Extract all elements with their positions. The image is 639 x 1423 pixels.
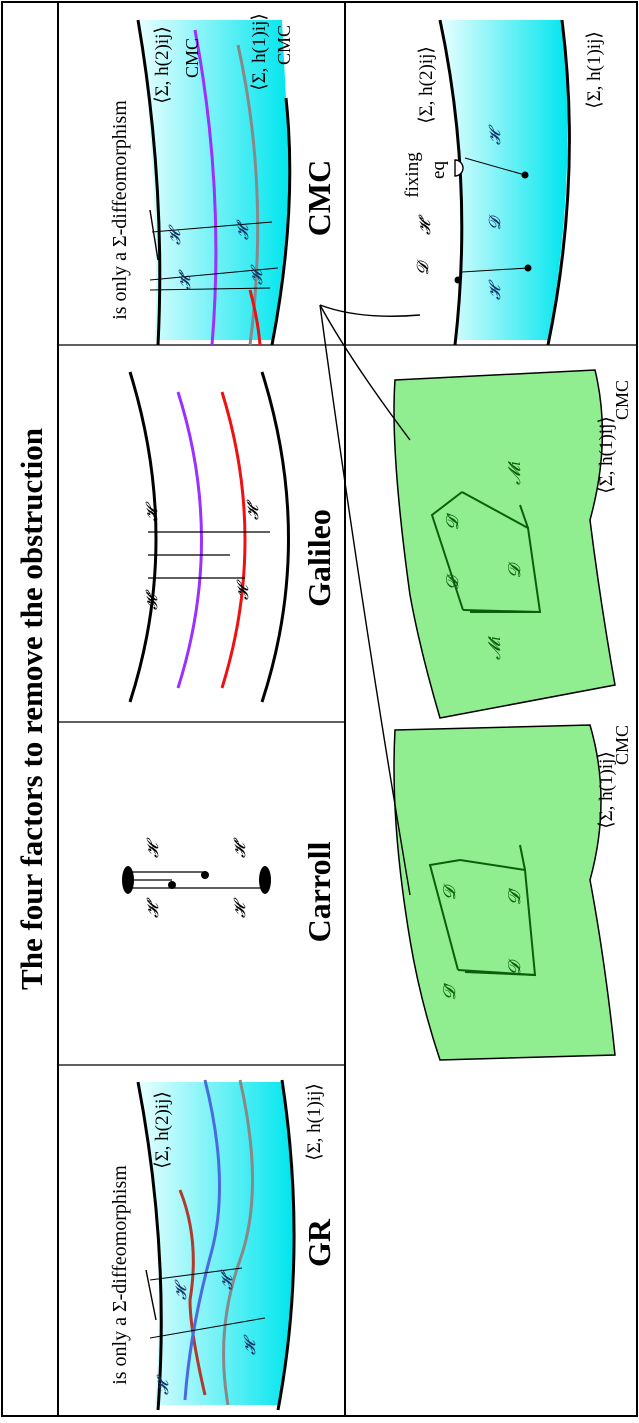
- carroll-D-2: 𝓓: [505, 958, 524, 975]
- label-gr: GR: [301, 1218, 337, 1267]
- cmc-surface-1: [270, 97, 292, 346]
- carroll-point-2: [201, 871, 209, 879]
- cmc-curve-red: [248, 289, 262, 346]
- gr-Hp-2: 𝓗′: [219, 1269, 236, 1290]
- cmc-flow-3: [149, 287, 271, 291]
- carroll-Dp-2: 𝓓′: [505, 888, 524, 905]
- cross-arrow-carroll: [319, 304, 411, 896]
- gr-surface-2: [136, 1081, 163, 1411]
- galileo-sigma-h1: ⟨Σ, h(1)ij⟩: [596, 416, 617, 494]
- carroll-H-2: 𝓗: [232, 897, 249, 918]
- gr-curve-blue: [183, 1079, 222, 1401]
- gr-surface-1: [276, 1079, 296, 1411]
- galileo-curve-1: [128, 371, 158, 703]
- galileo-arrow-2: [519, 504, 529, 529]
- gr-panel: is only a Σ-diffeomorphism ⟨Σ, h(2)ij⟩ ⟨…: [109, 1079, 325, 1411]
- galileo-green-panel: 𝓓′ 𝓓 𝓓 𝓜i 𝓜i ⟨Σ, h(1)ij⟩ CMC: [393, 369, 632, 719]
- carroll-sigma-h1: ⟨Σ, h(1)ij⟩: [596, 751, 617, 829]
- cmc-flow-1: [151, 221, 273, 233]
- galileo-Mi-2: 𝓜i: [485, 636, 504, 660]
- carroll-arrow-1: [464, 971, 536, 976]
- label-carroll: Carroll: [301, 842, 337, 943]
- carroll-panel: 𝓗 𝓗′ 𝓗′ 𝓗: [122, 837, 271, 918]
- fixing-surface-1: [546, 19, 571, 346]
- galileo-D-1: 𝓓: [443, 573, 462, 590]
- cmc-slab-panel: is only a Σ-diffeomorphism ⟨Σ, h(2)ij⟩ C…: [109, 13, 294, 346]
- fixing-D-2: 𝓓: [487, 214, 504, 230]
- gr-curve-gray: [222, 1079, 254, 1406]
- gr-sigma-h1: ⟨Σ, h(1)ij⟩: [304, 1083, 325, 1161]
- cmc-fixing-panel: fixing eq ⟨Σ, h(2)ij⟩ ⟨Σ, h(1)ij⟩ 𝓗′ 𝓓 𝓗…: [402, 19, 605, 346]
- cmc-tag-1: CMC: [274, 25, 294, 65]
- galileo-curve-red: [220, 391, 247, 689]
- fixing-point-2: [524, 264, 532, 272]
- fixing-point-1: [521, 171, 529, 179]
- galileo-D-2: 𝓓: [505, 561, 524, 578]
- gr-flow-1: [149, 1267, 243, 1281]
- gr-flow-2: [149, 1317, 266, 1339]
- carroll-Hp-1: 𝓗′: [145, 897, 162, 918]
- cmc-surface-2: [136, 19, 162, 346]
- galileo-H-1: 𝓗: [144, 501, 161, 522]
- fixing-point-3: [454, 276, 462, 284]
- carroll-dot-bottom: [259, 866, 271, 894]
- gr-curve-brown: [178, 1189, 207, 1396]
- cmc-Hp-1: 𝓗′: [177, 269, 194, 290]
- carroll-green-surface: [393, 724, 616, 1061]
- cmc-tag-2: CMC: [182, 38, 202, 78]
- carroll-Dp-1: 𝓓′: [440, 983, 459, 1000]
- galileo-Dp: 𝓓′: [443, 513, 462, 530]
- fixing-surface-2: [438, 19, 464, 346]
- galileo-cmc-tag: CMC: [612, 380, 632, 420]
- label-galileo: Galileo: [301, 509, 337, 607]
- cmc-diffeo-arrow: [149, 209, 159, 261]
- carroll-point-1: [168, 881, 176, 889]
- fixing-flow-2: [461, 267, 529, 273]
- figure-title: The four factors to remove the obstructi…: [14, 428, 49, 990]
- cross-arrow-galileo: [319, 304, 411, 441]
- eq-label: eq: [428, 161, 449, 179]
- fixing-slab-fill: [440, 20, 568, 340]
- cmc-sigma-h2: ⟨Σ, h(2)ij⟩: [152, 26, 173, 104]
- carroll-loop-b: [428, 859, 461, 971]
- cmc-sigma-h1: ⟨Σ, h(1)ij⟩: [249, 13, 270, 91]
- galileo-panel: 𝓗 𝓗′ 𝓗′ 𝓗: [128, 371, 290, 703]
- cmc-Hp-2: 𝓗′: [235, 219, 252, 240]
- fixing-label: fixing: [402, 152, 423, 198]
- galileo-Hp-1: 𝓗′: [144, 589, 161, 610]
- fixing-flow-1: [464, 157, 526, 176]
- carroll-D-1: 𝓓: [440, 883, 459, 900]
- cross-arrow-fixing: [319, 304, 421, 317]
- galileo-loop-b: [430, 491, 464, 611]
- fixing-eq-mark: [454, 159, 464, 177]
- fixing-sigma-h1: ⟨Σ, h(1)ij⟩: [584, 31, 605, 109]
- carroll-dot-top: [122, 866, 134, 894]
- gr-slab-fill: [138, 1082, 294, 1405]
- carroll-green-panel: 𝓓 𝓓′ 𝓓′ 𝓓 ⟨Σ, h(1)ij⟩ CMC: [393, 724, 632, 1061]
- carroll-cmc-tag: CMC: [612, 725, 632, 765]
- galileo-Hp-2: 𝓗′: [245, 499, 262, 520]
- fixing-D-1: 𝓓: [415, 259, 432, 275]
- cmc-curve-purple: [193, 29, 218, 346]
- label-cmc: CMC: [301, 160, 337, 236]
- gr-Hp-1: 𝓗′: [155, 1374, 172, 1395]
- gr-diffeo-arrow: [145, 1269, 157, 1321]
- cmc-flow-2: [149, 267, 279, 281]
- galileo-Mi-1: 𝓜i: [505, 461, 524, 485]
- galileo-curve-2: [260, 371, 290, 703]
- carroll-Hp-2: 𝓗′: [232, 837, 249, 858]
- galileo-green-surface: [393, 369, 616, 719]
- gr-sigma-h2: ⟨Σ, h(2)ij⟩: [152, 1091, 173, 1169]
- carroll-H-1: 𝓗: [145, 837, 162, 858]
- cmc-only-sigma-note: is only a Σ-diffeomorphism: [109, 100, 131, 320]
- fixing-Hp: 𝓗′: [417, 214, 434, 235]
- gr-only-sigma-note: is only a Σ-diffeomorphism: [109, 1165, 131, 1385]
- fixing-sigma-h2: ⟨Σ, h(2)ij⟩: [416, 46, 437, 124]
- carroll-arrow-2: [519, 844, 526, 871]
- galileo-curve-purple: [176, 391, 203, 689]
